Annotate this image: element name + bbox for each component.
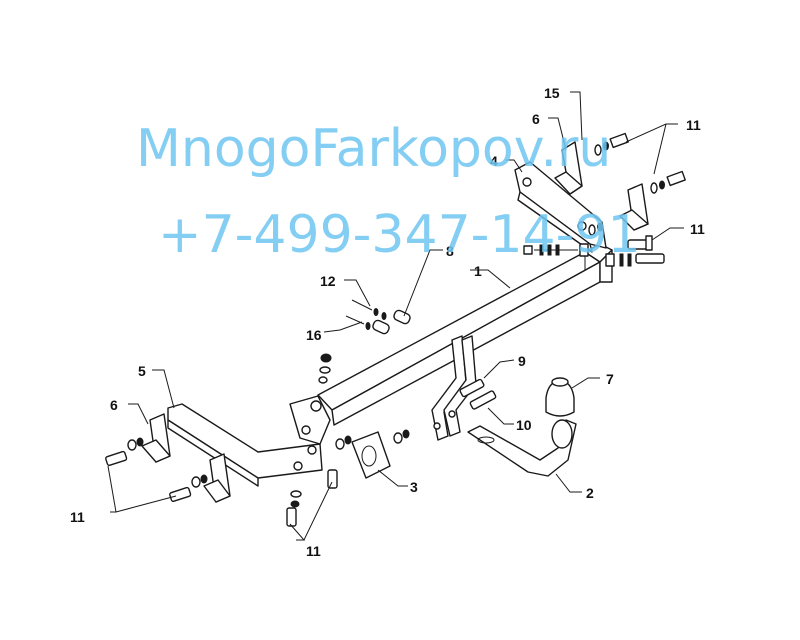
callout-11-right: 11: [690, 221, 705, 237]
leader-lines: [107, 91, 684, 541]
tow-ball-neck: [467, 419, 577, 477]
left-angle-bracket-lower: [203, 453, 231, 503]
vertical-bolts: [286, 353, 338, 527]
callout-15: 15: [544, 85, 560, 101]
right-side-bracket: [514, 161, 607, 253]
callout-3: 3: [410, 479, 418, 495]
callout-7: 7: [606, 371, 614, 387]
callout-11-left: 11: [70, 509, 85, 525]
upper-angle-bracket-right: [619, 183, 649, 231]
callout-9: 9: [518, 353, 526, 369]
right-horizontal-bolts: [523, 235, 665, 267]
watermark-phone: +7-499-347-14-91: [158, 205, 641, 265]
socket-plate: [335, 429, 410, 479]
callout-11-top: 11: [686, 117, 701, 133]
callout-5: 5: [138, 363, 146, 379]
callout-4: 4: [490, 153, 498, 169]
mount-bolts: [459, 378, 497, 410]
upper-bolt-set: [588, 132, 686, 236]
callout-12: 12: [320, 273, 336, 289]
callout-labels: 15 6 11 4 11 8 1 12 16 5 9 7 6 10 3 2 11…: [70, 85, 705, 559]
ball-mount-brackets: [431, 335, 477, 441]
callout-2: 2: [586, 485, 594, 501]
callout-10: 10: [516, 417, 532, 433]
callout-16: 16: [306, 327, 322, 343]
ball-cover: [545, 377, 575, 417]
spacer-tubes: [345, 299, 411, 335]
callout-6-left: 6: [110, 397, 118, 413]
left-side-bracket: [167, 395, 331, 487]
left-bolt-set: [105, 437, 208, 503]
watermark-site: MnogoFarkopov.ru: [136, 119, 611, 179]
upper-angle-bracket-6: [554, 141, 583, 195]
left-angle-bracket-6: [141, 413, 171, 463]
callout-1: 1: [474, 263, 482, 279]
callout-6-top: 6: [532, 111, 540, 127]
callout-8: 8: [446, 243, 454, 259]
callout-11-bottom: 11: [306, 543, 321, 559]
